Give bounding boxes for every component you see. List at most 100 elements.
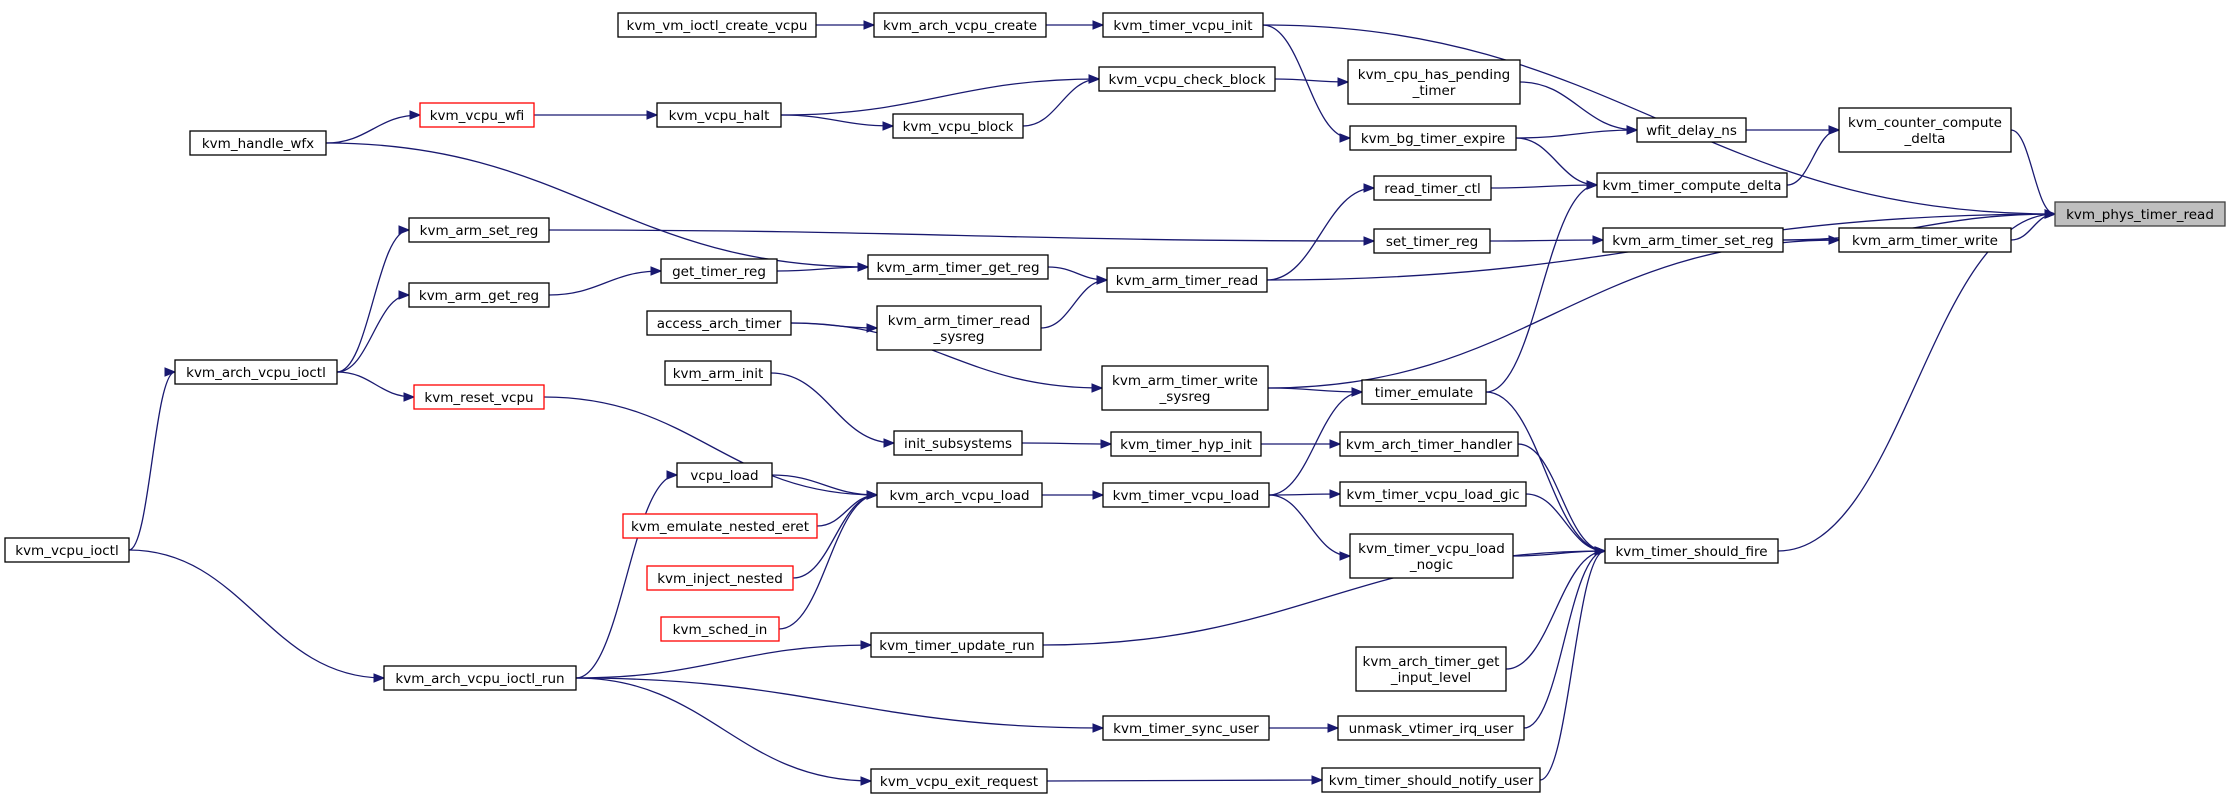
node-box [1596, 172, 1788, 198]
node-kvm_counter_compute_delta[interactable]: kvm_counter_compute_delta [1838, 107, 2012, 153]
node-kvm_cpu_has_pending_timer[interactable]: kvm_cpu_has_pending_timer [1347, 59, 1521, 105]
node-box [867, 254, 1049, 280]
node-vcpu_load[interactable]: vcpu_load [676, 462, 773, 488]
node-kvm_timer_sync_user[interactable]: kvm_timer_sync_user [1102, 715, 1270, 741]
node-kvm_reset_vcpu[interactable]: kvm_reset_vcpu [413, 384, 545, 410]
node-label: kvm_bg_timer_expire [1361, 131, 1505, 147]
arrowhead [398, 290, 411, 300]
node-label: kvm_timer_should_fire [1615, 544, 1767, 560]
node-box [892, 113, 1024, 139]
node-label: kvm_arm_get_reg [419, 288, 539, 304]
node-kvm_arm_set_reg[interactable]: kvm_arm_set_reg [408, 217, 550, 243]
node-kvm_vm_ioctl_create_vcpu[interactable]: kvm_vm_ioctl_create_vcpu [617, 12, 817, 38]
node-kvm_timer_hyp_init[interactable]: kvm_timer_hyp_init [1110, 431, 1262, 457]
node-label: _nogic [1409, 557, 1453, 573]
node-kvm_vcpu_wfi[interactable]: kvm_vcpu_wfi [419, 102, 535, 128]
node-label: kvm_arm_timer_write [1112, 373, 1258, 389]
edge-kvm_vcpu_wfi-kvm_handle_wfx [325, 114, 421, 144]
node-kvm_vcpu_check_block[interactable]: kvm_vcpu_check_block [1098, 66, 1276, 92]
node-set_timer_reg[interactable]: set_timer_reg [1373, 228, 1491, 254]
node-kvm_inject_nested[interactable]: kvm_inject_nested [646, 565, 794, 591]
node-kvm_timer_vcpu_load_gic[interactable]: kvm_timer_vcpu_load_gic [1339, 481, 1527, 507]
node-label: kvm_arch_vcpu_load [889, 488, 1029, 504]
node-box [1349, 533, 1514, 579]
node-kvm_bg_timer_expire[interactable]: kvm_bg_timer_expire [1349, 125, 1517, 151]
edge-kvm_timer_should_fire-kvm_arch_timer_handler [1517, 443, 1606, 552]
edge-kvm_arm_timer_write_sysreg-access_arch_timer [790, 322, 1103, 389]
node-kvm_arm_init[interactable]: kvm_arm_init [664, 360, 772, 386]
node-kvm_arm_timer_get_reg[interactable]: kvm_arm_timer_get_reg [867, 254, 1049, 280]
node-kvm_arch_vcpu_load[interactable]: kvm_arch_vcpu_load [876, 482, 1043, 508]
node-label: kvm_inject_nested [657, 571, 783, 587]
arrowhead [1828, 235, 1841, 245]
node-label: _timer [1412, 83, 1456, 99]
node-label: kvm_handle_wfx [202, 136, 314, 152]
node-kvm_timer_vcpu_init[interactable]: kvm_timer_vcpu_init [1102, 12, 1264, 38]
edge-kvm_timer_should_fire-timer_emulate [1485, 391, 1606, 552]
node-label: kvm_arm_timer_write [1852, 233, 1998, 249]
node-kvm_timer_should_notify_user[interactable]: kvm_timer_should_notify_user [1321, 767, 1541, 793]
node-label: kvm_cpu_has_pending [1358, 67, 1511, 83]
node-kvm_emulate_nested_eret[interactable]: kvm_emulate_nested_eret [622, 513, 818, 539]
arrowhead [164, 367, 177, 377]
edge-kvm_arm_timer_get_reg-get_timer_reg [776, 266, 869, 272]
node-access_arch_timer[interactable]: access_arch_timer [646, 310, 792, 336]
node-kvm_arch_vcpu_ioctl_run[interactable]: kvm_arch_vcpu_ioctl_run [383, 665, 577, 691]
node-kvm_vcpu_halt[interactable]: kvm_vcpu_halt [656, 102, 782, 128]
arrowhead [1351, 387, 1364, 397]
node-label: kvm_arch_vcpu_ioctl_run [395, 671, 564, 687]
node-kvm_arm_timer_read[interactable]: kvm_arm_timer_read [1106, 267, 1268, 293]
node-label: kvm_arm_timer_read [888, 313, 1030, 329]
node-kvm_timer_compute_delta[interactable]: kvm_timer_compute_delta [1596, 172, 1788, 198]
node-kvm_arch_timer_handler[interactable]: kvm_arch_timer_handler [1339, 431, 1519, 457]
node-label: kvm_vcpu_check_block [1108, 72, 1265, 88]
arrowhead [1329, 489, 1342, 499]
node-kvm_arm_timer_write_sysreg[interactable]: kvm_arm_timer_write_sysreg [1101, 365, 1269, 411]
arrowhead [1363, 236, 1376, 246]
node-kvm_vcpu_ioctl[interactable]: kvm_vcpu_ioctl [4, 537, 130, 563]
node-kvm_arch_timer_get_input_level[interactable]: kvm_arch_timer_get_input_level [1355, 646, 1507, 692]
arrowhead [650, 266, 663, 276]
node-get_timer_reg[interactable]: get_timer_reg [660, 258, 778, 284]
node-kvm_vcpu_block[interactable]: kvm_vcpu_block [892, 113, 1024, 139]
arrowhead [1626, 125, 1639, 135]
node-kvm_arm_timer_write[interactable]: kvm_arm_timer_write [1838, 227, 2012, 253]
node-box [893, 430, 1023, 456]
node-wfit_delay_ns[interactable]: wfit_delay_ns [1636, 117, 1747, 143]
node-kvm_timer_update_run[interactable]: kvm_timer_update_run [870, 632, 1044, 658]
node-kvm_phys_timer_read[interactable]: kvm_phys_timer_read [2054, 201, 2226, 227]
node-box [1337, 715, 1525, 741]
arrowhead [398, 225, 411, 235]
node-kvm_arm_get_reg[interactable]: kvm_arm_get_reg [408, 282, 550, 308]
node-kvm_arch_vcpu_create[interactable]: kvm_arch_vcpu_create [873, 12, 1047, 38]
node-kvm_arch_vcpu_ioctl[interactable]: kvm_arch_vcpu_ioctl [174, 359, 338, 385]
node-kvm_timer_vcpu_load_nogic[interactable]: kvm_timer_vcpu_load_nogic [1349, 533, 1514, 579]
edge-kvm_arch_vcpu_load-kvm_emulate_nested_eret [816, 494, 878, 527]
node-label: kvm_arch_timer_handler [1346, 437, 1513, 453]
node-kvm_timer_should_fire[interactable]: kvm_timer_should_fire [1604, 538, 1779, 564]
node-init_subsystems[interactable]: init_subsystems [893, 430, 1023, 456]
node-kvm_timer_vcpu_load[interactable]: kvm_timer_vcpu_load [1102, 482, 1270, 508]
node-label: _input_level [1390, 670, 1471, 686]
node-label: kvm_sched_in [673, 622, 768, 638]
node-label: kvm_emulate_nested_eret [631, 519, 809, 535]
node-label: kvm_timer_hyp_init [1120, 437, 1252, 453]
edge-kvm_counter_compute_delta-kvm_timer_compute_delta [1786, 129, 1840, 186]
edge-kvm_timer_should_notify_user-kvm_vcpu_exit_request [1046, 779, 1323, 782]
edge-kvm_timer_compute_delta-timer_emulate [1485, 184, 1598, 393]
node-box [876, 482, 1043, 508]
node-label: kvm_timer_vcpu_load [1358, 541, 1505, 557]
arrowhead [1329, 439, 1342, 449]
node-kvm_arm_timer_set_reg[interactable]: kvm_arm_timer_set_reg [1602, 227, 1784, 253]
node-kvm_sched_in[interactable]: kvm_sched_in [660, 616, 780, 642]
arrowhead [883, 438, 896, 448]
arrowhead [866, 323, 879, 333]
node-timer_emulate[interactable]: timer_emulate [1361, 379, 1487, 405]
node-kvm_handle_wfx[interactable]: kvm_handle_wfx [189, 130, 327, 156]
node-kvm_vcpu_exit_request[interactable]: kvm_vcpu_exit_request [870, 768, 1048, 794]
node-read_timer_ctl[interactable]: read_timer_ctl [1373, 175, 1492, 201]
node-kvm_arm_timer_read_sysreg[interactable]: kvm_arm_timer_read_sysreg [876, 305, 1042, 351]
node-label: kvm_arm_timer_get_reg [876, 260, 1039, 276]
node-unmask_vtimer_irq_user[interactable]: unmask_vtimer_irq_user [1337, 715, 1525, 741]
arrowhead [646, 110, 659, 120]
